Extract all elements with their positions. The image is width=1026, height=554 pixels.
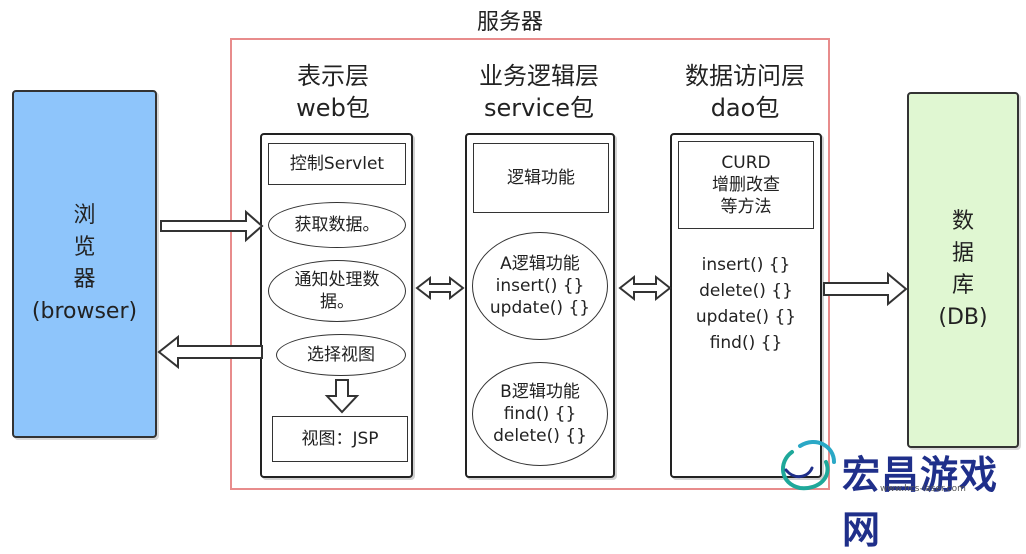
browser-box: 浏 览 器 (browser) xyxy=(12,90,157,438)
server-frame xyxy=(230,38,830,490)
jsp-view-box: 视图：JSP xyxy=(272,416,408,462)
b-logic-function-block: B逻辑功能 find() {} delete() {} xyxy=(472,362,608,466)
a-method-update: update() {} xyxy=(489,298,591,319)
watermark-logo-icon xyxy=(781,440,836,491)
dao-method-list: insert() {} delete() {} update() {} find… xyxy=(670,252,822,356)
dao-layer-title-line1: 数据访问层 xyxy=(685,62,805,90)
logic-function-header: 逻辑功能 xyxy=(473,143,609,213)
select-view-step: 选择视图 xyxy=(276,334,406,376)
web-service-double-arrow xyxy=(415,275,465,301)
web-layer-title-line1: 表示层 xyxy=(297,62,369,90)
dao-layer-title: 数据访问层 dao包 xyxy=(655,60,835,125)
dao-layer-title-line2: dao包 xyxy=(710,94,780,123)
web-layer-title: 表示层 web包 xyxy=(243,60,423,125)
response-arrow xyxy=(157,334,263,370)
a-logic-function-block: A逻辑功能 insert() {} update() {} xyxy=(472,232,608,340)
service-layer-title-line1: 业务逻辑层 xyxy=(479,62,599,90)
curd-header: CURD 增删改查 等方法 xyxy=(678,141,814,229)
arrows-layer xyxy=(157,209,908,491)
web-layer-title-line2: web包 xyxy=(296,94,370,123)
dao-method-insert: insert() {} xyxy=(701,255,791,275)
dao-method-delete: delete() {} xyxy=(699,281,793,301)
dao-db-arrow xyxy=(823,271,908,307)
watermark-url: www.hcs-laser.com xyxy=(880,484,966,494)
b-method-delete: delete() {} xyxy=(493,426,587,447)
watermark-brand: 宏昌游戏网 xyxy=(842,453,999,552)
service-dao-double-arrow xyxy=(618,274,672,302)
get-data-step: 获取数据。 xyxy=(268,202,406,248)
database-box: 数 据 库 (DB) xyxy=(907,92,1019,448)
notify-process-step: 通知处理数 据。 xyxy=(268,260,406,322)
server-title: 服务器 xyxy=(476,10,543,35)
a-method-insert: insert() {} xyxy=(495,275,585,296)
service-layer-title-line2: service包 xyxy=(484,94,594,123)
request-arrow xyxy=(160,209,264,243)
a-logic-function-title: A逻辑功能 xyxy=(500,253,580,274)
controller-servlet-box: 控制Servlet xyxy=(268,143,406,185)
dao-method-update: update() {} xyxy=(695,307,797,327)
b-logic-function-title: B逻辑功能 xyxy=(500,381,580,402)
dao-method-find: find() {} xyxy=(709,333,783,353)
b-method-find: find() {} xyxy=(503,403,577,424)
service-layer-title: 业务逻辑层 service包 xyxy=(449,60,629,125)
view-down-arrow xyxy=(324,379,360,414)
